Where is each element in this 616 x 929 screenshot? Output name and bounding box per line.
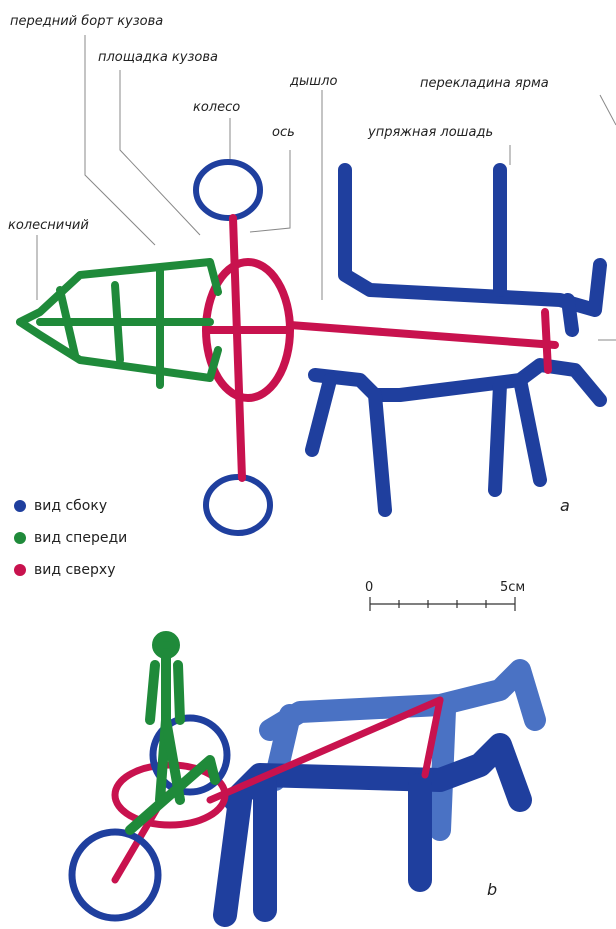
legend-dot-top	[14, 564, 26, 576]
label-front-board: передний борт кузова	[10, 14, 163, 29]
scale-start-label: 0	[365, 580, 373, 595]
charioteer-front-view	[20, 262, 218, 385]
legend-label-side: вид сбоку	[34, 498, 107, 514]
legend-item-top: вид сверху	[14, 562, 116, 578]
harness-horses-top	[345, 170, 600, 330]
legend-item-front: вид спереди	[14, 530, 127, 546]
label-charioteer: колесничий	[8, 218, 89, 233]
legend-dot-side	[14, 500, 26, 512]
label-yoke-bar: перекладина ярма	[420, 76, 549, 91]
label-pole: дышло	[290, 74, 337, 89]
scale-end-label: 5см	[500, 580, 525, 595]
legend-item-side: вид сбоку	[14, 498, 107, 514]
label-axle: ось	[272, 125, 295, 140]
charioteer-b	[130, 636, 215, 830]
legend-label-top: вид сверху	[34, 562, 116, 578]
label-platform: площадка кузова	[98, 50, 218, 65]
legend-dot-front	[14, 532, 26, 544]
label-harness-horse: упряжная лошадь	[368, 125, 493, 140]
scale-bar	[370, 597, 515, 611]
harness-horses-bottom	[312, 365, 600, 510]
label-wheel: колесо	[193, 100, 240, 115]
panel-letter-b: b	[487, 880, 497, 899]
panel-letter-a: a	[560, 496, 570, 515]
legend-label-front: вид спереди	[34, 530, 127, 546]
